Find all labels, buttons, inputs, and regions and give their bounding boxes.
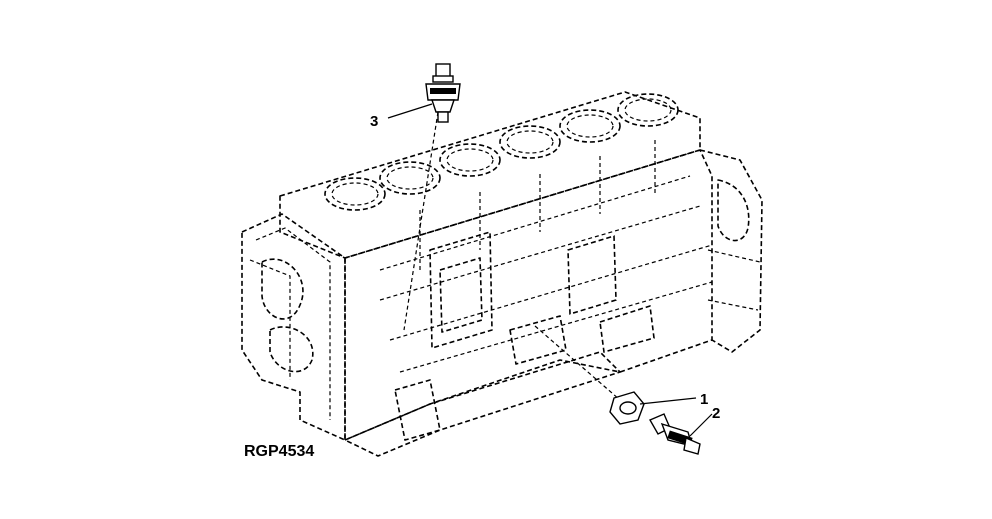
callout-2: 2 [712, 405, 720, 422]
callout-leaders [387, 103, 713, 437]
cylinder-bores [324, 93, 679, 211]
sensor-switch-part [649, 413, 701, 455]
top-sender-part [403, 63, 461, 331]
callout-1: 1 [700, 391, 708, 408]
engine-block-outline [241, 91, 763, 457]
callout-3: 3 [370, 113, 378, 130]
figure-id-label: RGP4534 [244, 443, 314, 460]
adapter-fitting-part [534, 325, 645, 425]
